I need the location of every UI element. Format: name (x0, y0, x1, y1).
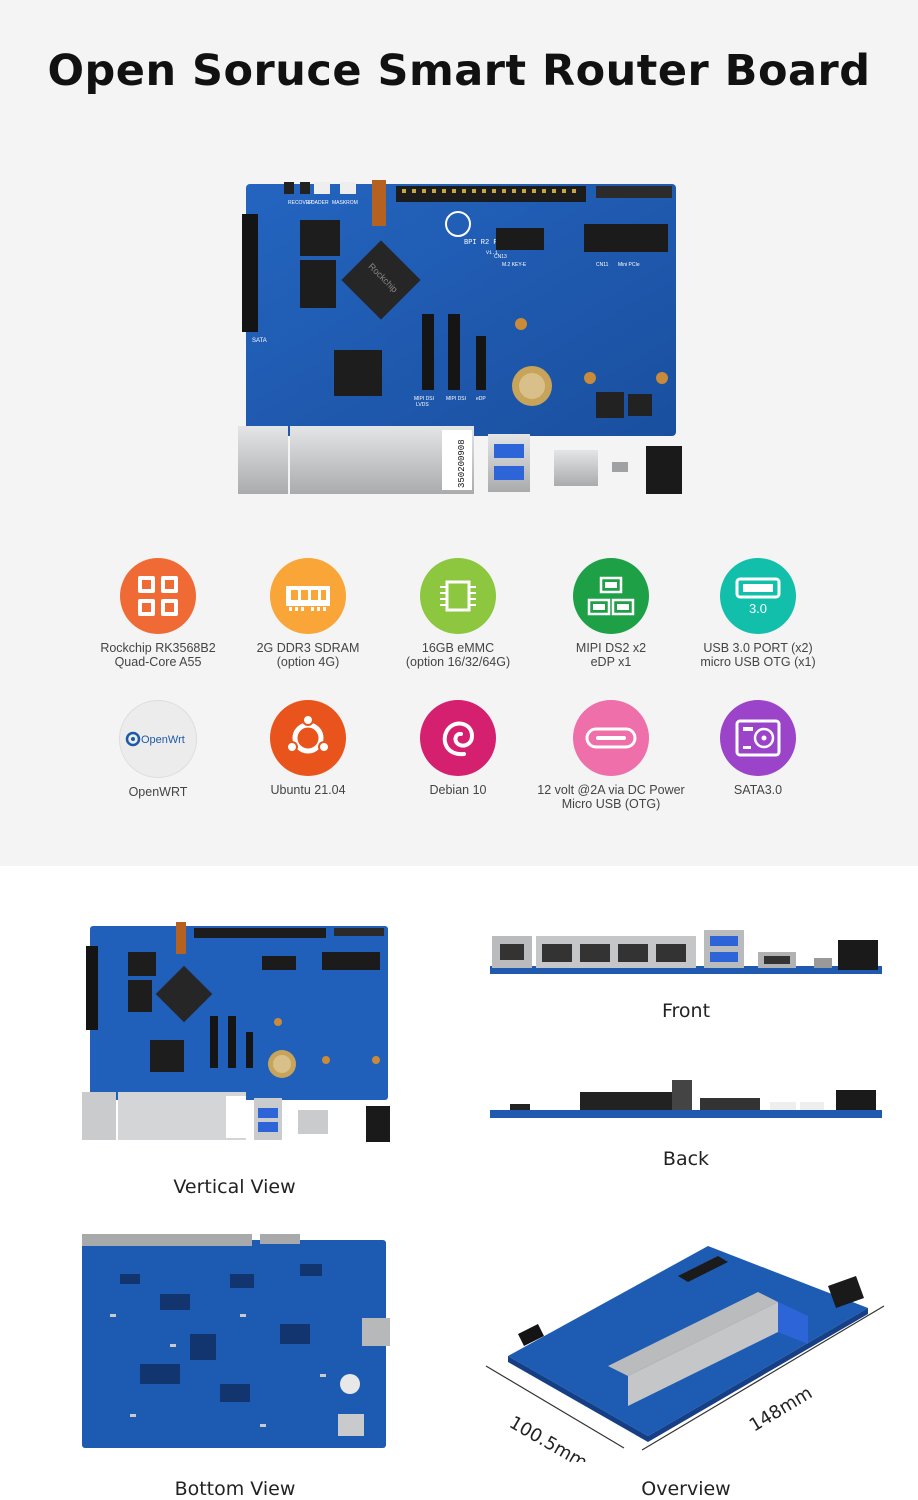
overview-caption: Overview (641, 1478, 731, 1500)
feature-display-label: MIPI DS2 x2 eDP x1 (575, 641, 647, 669)
openwrt-logo-icon: OpenWrt (119, 700, 197, 778)
recover-silk: RECOVER (288, 200, 313, 206)
feature-display: MIPI DS2 x2 eDP x1 (536, 558, 686, 669)
hero-board-photo: RECOVER LOADER MASKROM SATA Rockchip BPI… (236, 180, 686, 505)
debian-swirl-icon (420, 700, 496, 776)
feature-power: 12 volt @2A via DC Power Micro USB (OTG) (536, 700, 686, 811)
page-title: Open Soruce Smart Router Board (47, 46, 871, 96)
lvds-silk: LVDS (416, 402, 429, 408)
sata-silk: SATA (252, 338, 267, 344)
display-ports-icon (573, 558, 649, 634)
feature-debian: Debian 10 (383, 700, 533, 797)
feature-emmc: 16GB eMMC (option 16/32/64G) (383, 558, 533, 669)
mipi1-silk: MIPI DSI (414, 396, 434, 402)
back-view-caption: Back (662, 1148, 710, 1170)
bottom-view-photo (80, 1234, 390, 1457)
feature-cpu-label: Rockchip RK3568B2 Quad-Core A55 (100, 641, 216, 669)
feature-sata: SATA3.0 (683, 700, 833, 797)
ram-module-icon (270, 558, 346, 634)
feature-ram: 2G DDR3 SDRAM (option 4G) (233, 558, 383, 669)
overview-photo: 100.5mm 148mm (478, 1236, 898, 1474)
loader-silk: LOADER (308, 200, 329, 206)
cpu-grid-icon (120, 558, 196, 634)
minipcie-silk: Mini PCIe (618, 262, 640, 268)
feature-usb: 3.0 USB 3.0 PORT (x2) micro USB OTG (x1) (683, 558, 833, 669)
dimension-width-label: 100.5mm (506, 1412, 592, 1462)
feature-cpu: Rockchip RK3568B2 Quad-Core A55 (83, 558, 233, 669)
usb-c-port-icon (573, 700, 649, 776)
cn11-silk: CN11 (596, 262, 609, 268)
hard-drive-icon (720, 700, 796, 776)
vertical-view-caption: Vertical View (173, 1176, 296, 1198)
front-view-caption: Front (661, 1000, 711, 1022)
feature-ubuntu: Ubuntu 21.04 (233, 700, 383, 797)
openwrt-logo-text: OpenWrt (141, 734, 185, 746)
feature-sata-label: SATA3.0 (733, 783, 783, 797)
cn13-silk: CN13 (494, 254, 507, 260)
bottom-view-caption: Bottom View (174, 1478, 296, 1500)
board-version-silk: V1.1 (486, 250, 498, 256)
barcode-number: 350200908 (457, 439, 467, 488)
mipi2-silk: MIPI DSI (446, 396, 466, 402)
feature-openwrt-label: OpenWRT (128, 785, 188, 799)
emmc-chip-icon (420, 558, 496, 634)
feature-ubuntu-label: Ubuntu 21.04 (270, 783, 346, 797)
feature-openwrt: OpenWrt OpenWRT (83, 700, 233, 799)
feature-debian-label: Debian 10 (429, 783, 487, 797)
back-view-photo (490, 1078, 882, 1129)
edp-silk: eDP (476, 396, 486, 402)
board-name-silk: BPI R2 Pro (464, 239, 506, 247)
maskrom-silk: MASKROM (332, 200, 358, 206)
m2-silk: M.2 KEY-E (502, 262, 527, 268)
feature-ram-label: 2G DDR3 SDRAM (option 4G) (256, 641, 360, 669)
feature-emmc-label: 16GB eMMC (option 16/32/64G) (405, 641, 511, 669)
ubuntu-logo-icon (270, 700, 346, 776)
feature-power-label: 12 volt @2A via DC Power Micro USB (OTG) (537, 783, 685, 811)
dimension-length-label: 148mm (746, 1383, 816, 1437)
front-view-photo (490, 928, 882, 983)
vertical-view-photo (82, 922, 392, 1149)
usb-badge-text: 3.0 (749, 601, 767, 616)
feature-usb-label: USB 3.0 PORT (x2) micro USB OTG (x1) (700, 641, 816, 669)
usb3-port-icon: 3.0 (720, 558, 796, 634)
